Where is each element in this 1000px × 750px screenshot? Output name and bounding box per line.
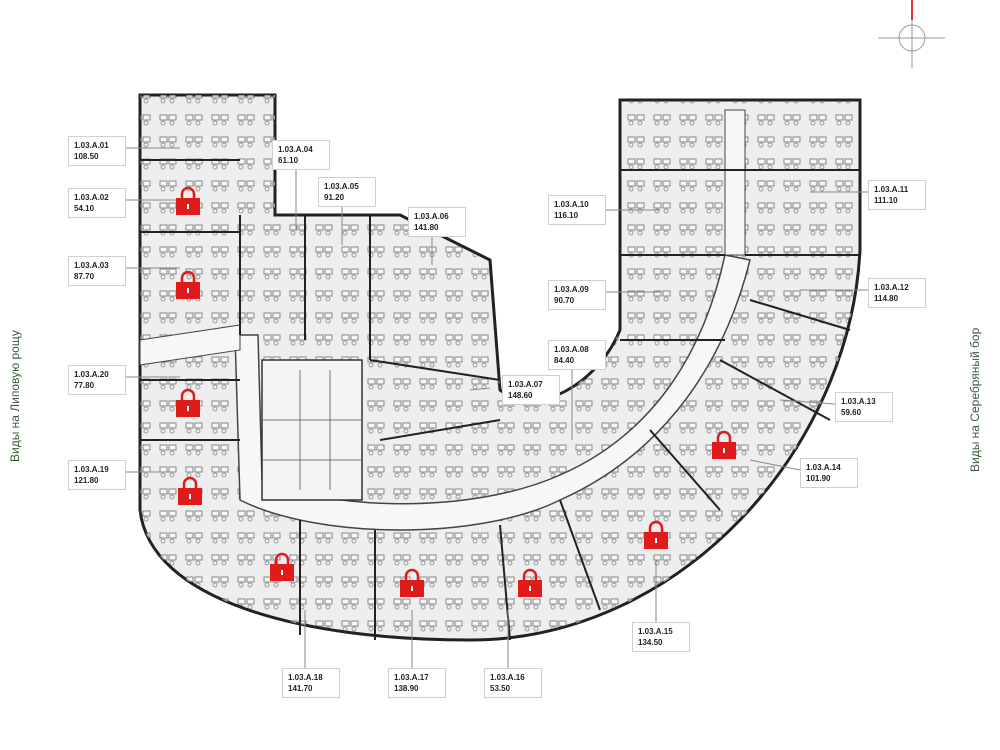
unit-id: 1.03.A.19 bbox=[74, 465, 109, 474]
unit-id: 1.03.A.03 bbox=[74, 261, 109, 270]
unit-id: 1.03.A.17 bbox=[394, 673, 429, 682]
unit-label[interactable]: 1.03.A.16 53.50 bbox=[484, 668, 542, 698]
unit-label[interactable]: 1.03.A.18 141.70 bbox=[282, 668, 340, 698]
unit-label[interactable]: 1.03.A.04 61.10 bbox=[272, 140, 330, 170]
unit-area: 77.80 bbox=[74, 381, 95, 390]
unit-id: 1.03.A.14 bbox=[806, 463, 841, 472]
unit-id: 1.03.A.16 bbox=[490, 673, 525, 682]
unit-id: 1.03.A.13 bbox=[841, 397, 876, 406]
unit-area: 90.70 bbox=[554, 296, 575, 305]
unit-id: 1.03.A.01 bbox=[74, 141, 109, 150]
unit-area: 108.50 bbox=[74, 152, 99, 161]
view-label-right: Виды на Серебряный бор bbox=[968, 327, 982, 472]
unit-id: 1.03.A.05 bbox=[324, 182, 359, 191]
unit-label[interactable]: 1.03.A.07 148.60 bbox=[502, 375, 560, 405]
unit-id: 1.03.A.20 bbox=[74, 370, 109, 379]
unit-area: 59.60 bbox=[841, 408, 862, 417]
unit-area: 116.10 bbox=[554, 211, 579, 220]
unit-area: 54.10 bbox=[74, 204, 95, 213]
unit-area: 141.80 bbox=[414, 223, 439, 232]
unit-area: 141.70 bbox=[288, 684, 313, 693]
unit-id: 1.03.A.06 bbox=[414, 212, 449, 221]
unit-label[interactable]: 1.03.A.05 91.20 bbox=[318, 177, 376, 207]
unit-area: 91.20 bbox=[324, 193, 345, 202]
lock-icon bbox=[174, 388, 202, 418]
corridor bbox=[234, 254, 751, 531]
compass-icon bbox=[878, 0, 945, 68]
unit-label[interactable]: 1.03.A.13 59.60 bbox=[835, 392, 893, 422]
unit-label[interactable]: 1.03.A.20 77.80 bbox=[68, 365, 126, 395]
unit-id: 1.03.A.04 bbox=[278, 145, 313, 154]
unit-id: 1.03.A.09 bbox=[554, 285, 589, 294]
unit-id: 1.03.A.12 bbox=[874, 283, 909, 292]
lock-icon bbox=[268, 552, 296, 582]
unit-label[interactable]: 1.03.A.19 121.80 bbox=[68, 460, 126, 490]
lock-icon bbox=[174, 270, 202, 300]
unit-label[interactable]: 1.03.A.11 111.10 bbox=[868, 180, 926, 210]
unit-label[interactable]: 1.03.A.15 134.50 bbox=[632, 622, 690, 652]
lock-icon bbox=[398, 568, 426, 598]
unit-id: 1.03.A.08 bbox=[554, 345, 589, 354]
unit-area: 138.90 bbox=[394, 684, 419, 693]
unit-area: 101.90 bbox=[806, 474, 831, 483]
unit-id: 1.03.A.02 bbox=[74, 193, 109, 202]
unit-label[interactable]: 1.03.A.09 90.70 bbox=[548, 280, 606, 310]
unit-label[interactable]: 1.03.A.02 54.10 bbox=[68, 188, 126, 218]
lock-icon bbox=[642, 520, 670, 550]
unit-label[interactable]: 1.03.A.03 87.70 bbox=[68, 256, 126, 286]
unit-id: 1.03.A.07 bbox=[508, 380, 543, 389]
core-stairs-elevators bbox=[261, 359, 363, 501]
unit-area: 114.80 bbox=[874, 294, 899, 303]
unit-label[interactable]: 1.03.A.06 141.80 bbox=[408, 207, 466, 237]
lock-icon bbox=[176, 476, 204, 506]
lock-icon bbox=[710, 430, 738, 460]
unit-label[interactable]: 1.03.A.01 108.50 bbox=[68, 136, 126, 166]
lock-icon bbox=[516, 568, 544, 598]
unit-id: 1.03.A.10 bbox=[554, 200, 589, 209]
unit-label[interactable]: 1.03.A.08 84.40 bbox=[548, 340, 606, 370]
view-label-left: Виды на Липовую рощу bbox=[8, 330, 22, 462]
room-walls bbox=[140, 159, 860, 641]
unit-area: 87.70 bbox=[74, 272, 95, 281]
unit-area: 61.10 bbox=[278, 156, 299, 165]
unit-area: 53.50 bbox=[490, 684, 511, 693]
unit-id: 1.03.A.11 bbox=[874, 185, 909, 194]
unit-area: 148.60 bbox=[508, 391, 533, 400]
unit-id: 1.03.A.18 bbox=[288, 673, 323, 682]
unit-area: 134.50 bbox=[638, 638, 663, 647]
unit-label[interactable]: 1.03.A.12 114.80 bbox=[868, 278, 926, 308]
unit-area: 84.40 bbox=[554, 356, 575, 365]
corridor-north bbox=[724, 109, 746, 256]
unit-area: 111.10 bbox=[874, 196, 898, 205]
unit-label[interactable]: 1.03.A.17 138.90 bbox=[388, 668, 446, 698]
corridor-west bbox=[139, 324, 241, 366]
unit-area: 121.80 bbox=[74, 476, 99, 485]
unit-id: 1.03.A.15 bbox=[638, 627, 673, 636]
unit-label[interactable]: 1.03.A.10 116.10 bbox=[548, 195, 606, 225]
unit-label[interactable]: 1.03.A.14 101.90 bbox=[800, 458, 858, 488]
lock-icon bbox=[174, 186, 202, 216]
